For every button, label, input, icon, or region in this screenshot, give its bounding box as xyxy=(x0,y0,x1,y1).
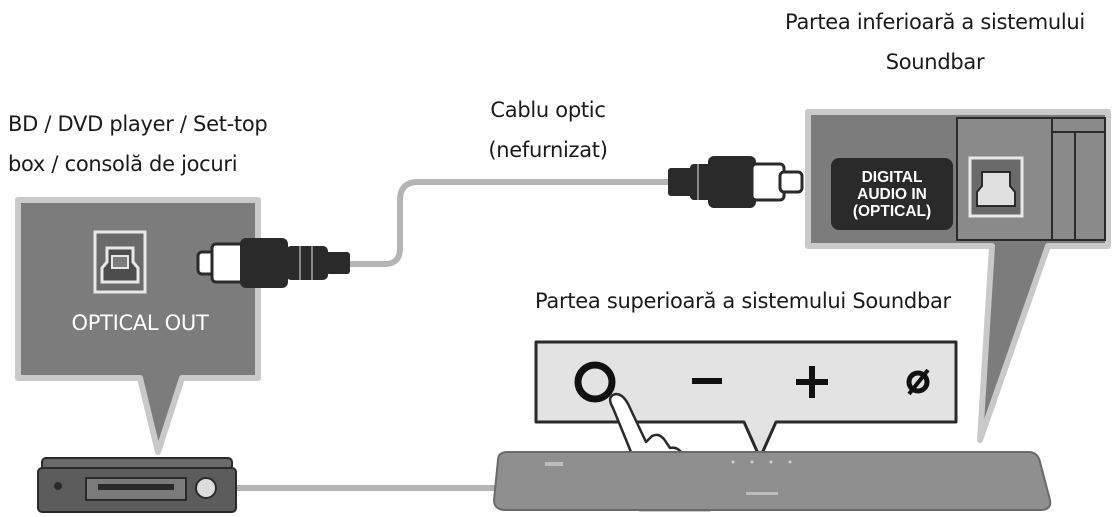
source-device-label-line2: box / consolă de jocuri xyxy=(8,152,238,176)
soundbar-bottom-label: Partea inferioară a sistemului Soundbar xyxy=(760,2,1110,82)
digital-in-line3: (OPTICAL) xyxy=(852,202,932,220)
soundbar xyxy=(492,451,1052,511)
optical-plug-right xyxy=(668,156,804,208)
digital-audio-in-port-icon xyxy=(968,156,1024,218)
volume-down-icon xyxy=(692,378,722,384)
digital-audio-in-label: DIGITAL AUDIO IN (OPTICAL) xyxy=(831,158,953,230)
power-button-icon xyxy=(574,361,616,403)
soundbar-top-callout xyxy=(534,340,958,460)
optical-plug-left xyxy=(196,238,350,288)
soundbar-bottom-label-line1: Partea inferioară a sistemului xyxy=(785,10,1085,34)
cable-label-line1: Cablu optic xyxy=(490,98,606,122)
microphone-mute-icon xyxy=(906,368,930,396)
optical-cable xyxy=(350,179,676,267)
optical-out-port-icon xyxy=(93,230,147,294)
volume-up-icon xyxy=(796,366,828,398)
optical-out-label: OPTICAL OUT xyxy=(71,311,209,335)
soundbar-top-label: Partea superioară a sistemului Soundbar xyxy=(535,289,951,313)
digital-in-line1: DIGITAL xyxy=(861,168,923,186)
cable-label-line2: (nefurnizat) xyxy=(488,138,608,162)
cable-label: Cablu optic (nefurnizat) xyxy=(463,90,633,170)
source-device-label: BD / DVD player / Set-top box / consolă … xyxy=(8,104,268,184)
source-device-label-line1: BD / DVD player / Set-top xyxy=(8,112,268,136)
soundbar-bottom-label-line2: Soundbar xyxy=(885,50,985,74)
source-device xyxy=(37,457,237,513)
digital-in-line2: AUDIO IN xyxy=(857,185,927,203)
